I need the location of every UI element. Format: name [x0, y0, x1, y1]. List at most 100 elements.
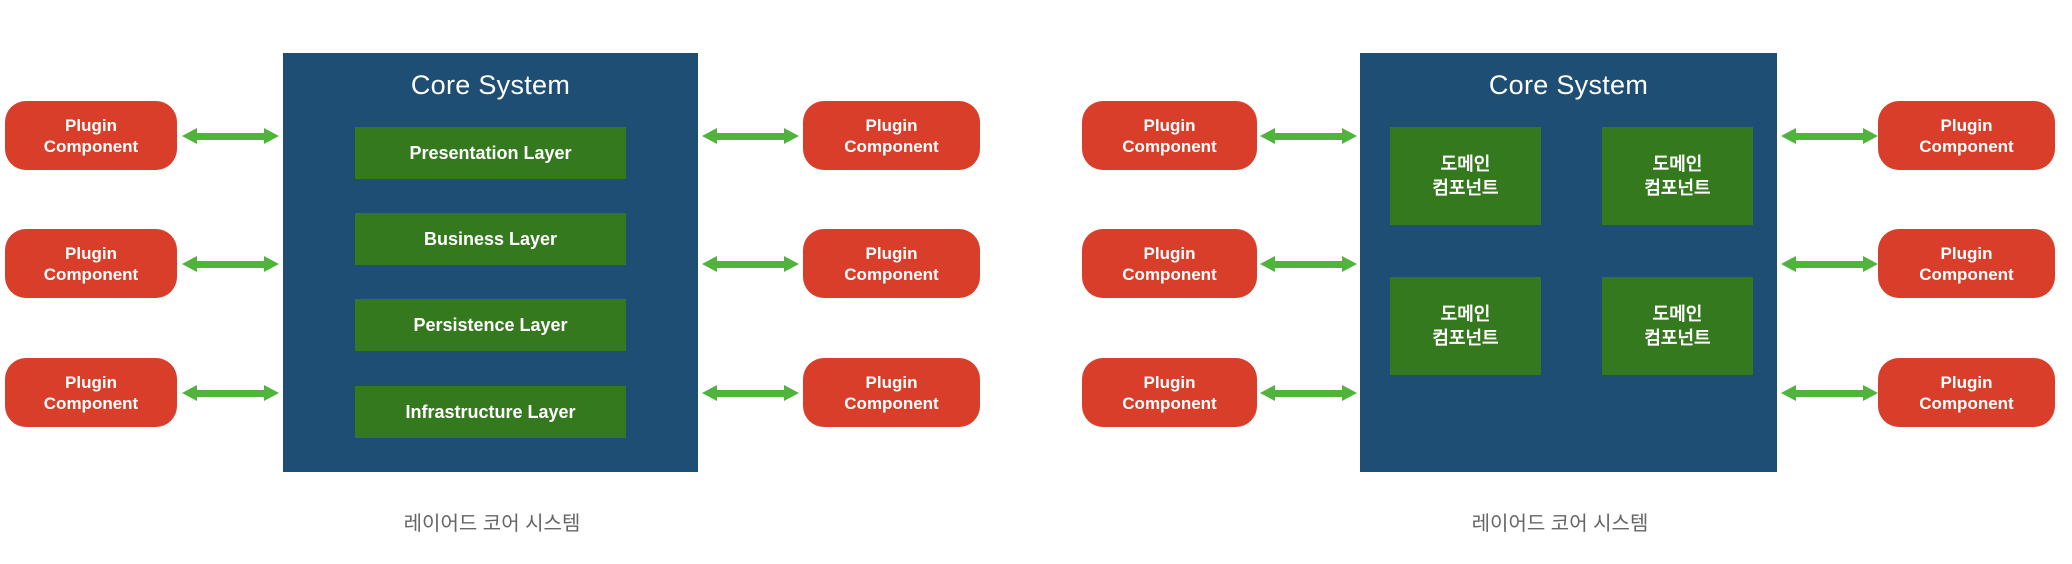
plugin-label-line2: Component — [1919, 136, 2014, 156]
arrowhead-right-icon — [784, 385, 799, 401]
layer-box-presentation: Presentation Layer — [355, 127, 626, 179]
plugin-label-line2: Component — [844, 136, 939, 156]
arrowhead-right-icon — [1342, 128, 1357, 144]
arrowhead-left-icon — [1781, 128, 1796, 144]
plugin-label-line1: Plugin — [65, 115, 117, 135]
arrow-shaft — [717, 132, 784, 140]
plugin-label-line2: Component — [1919, 264, 2014, 284]
bidirectional-arrow — [1781, 385, 1878, 401]
plugin-label-line1: Plugin — [1940, 115, 1993, 135]
arrowhead-right-icon — [784, 256, 799, 272]
arrowhead-right-icon — [1863, 385, 1878, 401]
plugin-label-line2: Component — [844, 393, 939, 413]
plugin-label-line1: Plugin — [1143, 115, 1196, 135]
plugin-label-line1: Plugin — [865, 372, 918, 392]
plugin-component-box: Plugin Component — [5, 101, 177, 170]
plugin-label-line2: Component — [43, 136, 139, 156]
bidirectional-arrow — [1781, 256, 1878, 272]
arrowhead-left-icon — [182, 128, 197, 144]
arrowhead-left-icon — [1781, 256, 1796, 272]
arrowhead-right-icon — [1342, 385, 1357, 401]
plugin-label-line2: Component — [1122, 393, 1217, 413]
plugin-label-line2: Component — [1919, 393, 2014, 413]
arrowhead-left-icon — [182, 385, 197, 401]
bidirectional-arrow — [1260, 256, 1357, 272]
layer-box-persistence: Persistence Layer — [355, 299, 626, 351]
arrowhead-left-icon — [1781, 385, 1796, 401]
plugin-label-line1: Plugin — [1940, 372, 1993, 392]
plugin-label-line1: Plugin — [1143, 372, 1196, 392]
bidirectional-arrow — [1260, 385, 1357, 401]
arrow-shaft — [717, 260, 784, 268]
arrowhead-right-icon — [1863, 256, 1878, 272]
plugin-component-box: Plugin Component — [1878, 358, 2055, 427]
plugin-label-line1: Plugin — [865, 115, 918, 135]
diagram-caption: 레이어드 코어 시스템 — [1471, 513, 1649, 535]
plugin-label-line2: Component — [1122, 264, 1217, 284]
core-system-title: Core System — [410, 70, 571, 100]
arrowhead-right-icon — [264, 385, 279, 401]
arrowhead-right-icon — [1342, 256, 1357, 272]
arrowhead-right-icon — [784, 128, 799, 144]
arrow-shaft — [1275, 260, 1342, 268]
arrowhead-left-icon — [1260, 385, 1275, 401]
arrowhead-right-icon — [264, 256, 279, 272]
plugin-label-line2: Component — [1122, 136, 1217, 156]
arrowhead-right-icon — [1863, 128, 1878, 144]
arrow-shaft — [1796, 132, 1863, 140]
arrow-shaft — [1796, 389, 1863, 397]
core-system-box: Core System Presentation Layer Business … — [283, 53, 698, 472]
arrow-shaft — [197, 132, 264, 140]
arrow-shaft — [197, 389, 264, 397]
bidirectional-arrow — [702, 385, 799, 401]
bidirectional-arrow — [182, 128, 279, 144]
arrow-shaft — [717, 389, 784, 397]
arrow-shaft — [1275, 132, 1342, 140]
arrow-shaft — [197, 260, 264, 268]
bidirectional-arrow — [182, 385, 279, 401]
bidirectional-arrow — [182, 256, 279, 272]
plugin-component-box: Plugin Component — [5, 358, 177, 427]
arrowhead-right-icon — [264, 128, 279, 144]
plugin-component-box: Plugin Component — [1878, 101, 2055, 170]
bidirectional-arrow — [702, 128, 799, 144]
plugin-label-line1: Plugin — [865, 243, 918, 263]
domain-component-box: 도메인 컴포넌트 — [1390, 277, 1541, 375]
plugin-label-line1: Plugin — [65, 372, 117, 392]
plugin-label-line2: Component — [43, 264, 139, 284]
domain-label-line2: 컴포넌트 — [1432, 328, 1499, 348]
plugin-label-line1: Plugin — [1143, 243, 1196, 263]
domain-label-line1: 도메인 — [1440, 154, 1491, 174]
bidirectional-arrow — [1260, 128, 1357, 144]
plugin-component-box: Plugin Component — [1878, 229, 2055, 298]
domain-component-box: 도메인 컴포넌트 — [1602, 277, 1753, 375]
plugin-label-line2: Component — [43, 393, 139, 413]
diagram-caption: 레이어드 코어 시스템 — [403, 513, 581, 535]
domain-component-box: 도메인 컴포넌트 — [1602, 127, 1753, 225]
core-system-title: Core System — [1488, 70, 1649, 100]
domain-label-line2: 컴포넌트 — [1644, 328, 1711, 348]
plugin-label-line2: Component — [844, 264, 939, 284]
arrowhead-left-icon — [702, 256, 717, 272]
arrow-shaft — [1796, 260, 1863, 268]
domain-label-line1: 도메인 — [1652, 304, 1703, 324]
plugin-component-box: Plugin Component — [5, 229, 177, 298]
arrowhead-left-icon — [702, 128, 717, 144]
arrowhead-left-icon — [182, 256, 197, 272]
plugin-component-box: Plugin Component — [1082, 101, 1257, 170]
arrowhead-left-icon — [1260, 256, 1275, 272]
plugin-component-box: Plugin Component — [803, 229, 980, 298]
arrow-shaft — [1275, 389, 1342, 397]
plugin-label-line1: Plugin — [1940, 243, 1993, 263]
domain-component-box: 도메인 컴포넌트 — [1390, 127, 1541, 225]
core-system-box: Core System 도메인 컴포넌트 도메인 컴포넌트 도메인 컴포넌트 도… — [1360, 53, 1777, 472]
domain-label-line2: 컴포넌트 — [1644, 178, 1711, 198]
plugin-component-box: Plugin Component — [803, 101, 980, 170]
bidirectional-arrow — [702, 256, 799, 272]
layer-box-business: Business Layer — [355, 213, 626, 265]
domain-label-line1: 도메인 — [1652, 154, 1703, 174]
bidirectional-arrow — [1781, 128, 1878, 144]
plugin-component-box: Plugin Component — [1082, 229, 1257, 298]
domain-label-line1: 도메인 — [1440, 304, 1491, 324]
